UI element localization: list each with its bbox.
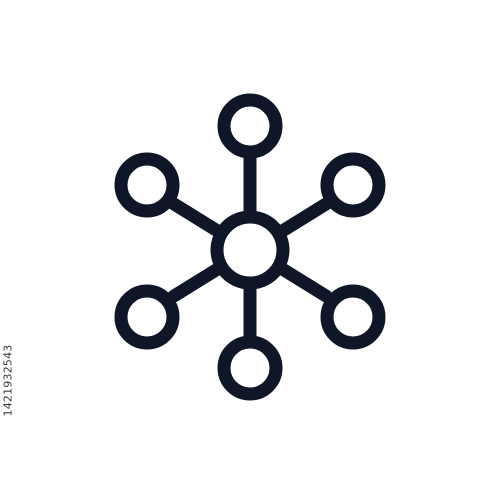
stock-id-label: 1421932543 [1, 344, 15, 417]
hub-node [210, 210, 290, 290]
connector-upper-left [167, 197, 223, 237]
node-lower-right [320, 284, 386, 350]
node-upper-right [320, 152, 386, 218]
node-bottom [217, 335, 283, 401]
node-top [217, 93, 283, 159]
connector-lower-right [277, 263, 333, 303]
node-upper-left [114, 152, 180, 218]
connector-upper-right [277, 197, 333, 237]
node-lower-left [114, 284, 180, 350]
connector-lower-left [167, 263, 223, 303]
